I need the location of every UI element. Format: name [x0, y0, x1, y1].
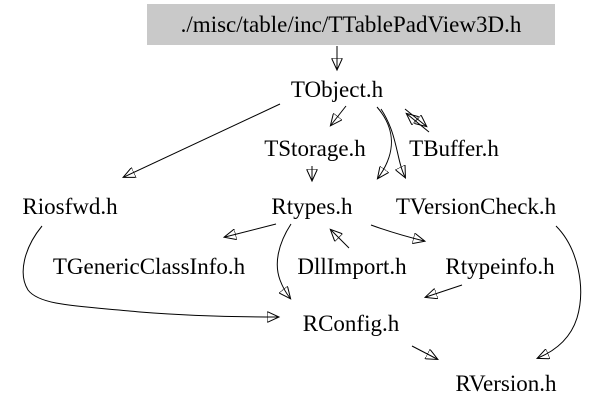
edge-tobject-tstorage — [331, 105, 347, 125]
edge-rtypes-tgenericclassinfo — [225, 223, 277, 237]
node-root: ./misc/table/inc/TTablePadView3D.h — [147, 4, 555, 45]
node-dllimport[interactable]: DllImport.h — [297, 254, 407, 279]
edge-tbuffer-tobject — [407, 114, 430, 133]
edge-riosfwd-rconfig — [22, 225, 278, 317]
edge-tobject-tbuffer — [404, 108, 426, 126]
edge-rtypeinfo-rconfig — [426, 284, 463, 297]
node-tbuffer[interactable]: TBuffer.h — [409, 136, 499, 161]
node-tgenericclassinfo[interactable]: TGenericClassInfo.h — [52, 254, 246, 279]
edge-rconfig-rversion — [411, 345, 437, 359]
node-rtypes[interactable]: Rtypes.h — [271, 194, 353, 219]
edge-tobject-riosfwd — [124, 103, 281, 177]
edge-dllimport-rtypes — [331, 230, 350, 249]
node-rversion[interactable]: RVersion.h — [455, 371, 557, 396]
node-rconfig[interactable]: RConfig.h — [302, 311, 400, 336]
node-tstorage[interactable]: TStorage.h — [264, 136, 366, 161]
edge-tversioncheck-rversion — [538, 225, 582, 358]
edge-tobject-tversioncheck — [380, 108, 405, 177]
edge-rtypes-rtypeinfo — [370, 224, 424, 241]
node-rtypeinfo[interactable]: Rtypeinfo.h — [445, 254, 555, 279]
node-tversioncheck[interactable]: TVersionCheck.h — [395, 194, 557, 219]
node-riosfwd[interactable]: Riosfwd.h — [22, 194, 118, 219]
node-tobject[interactable]: TObject.h — [290, 77, 384, 102]
edge-tobject-rtypes — [376, 106, 392, 178]
edge-rtypes-rconfig — [276, 223, 292, 298]
